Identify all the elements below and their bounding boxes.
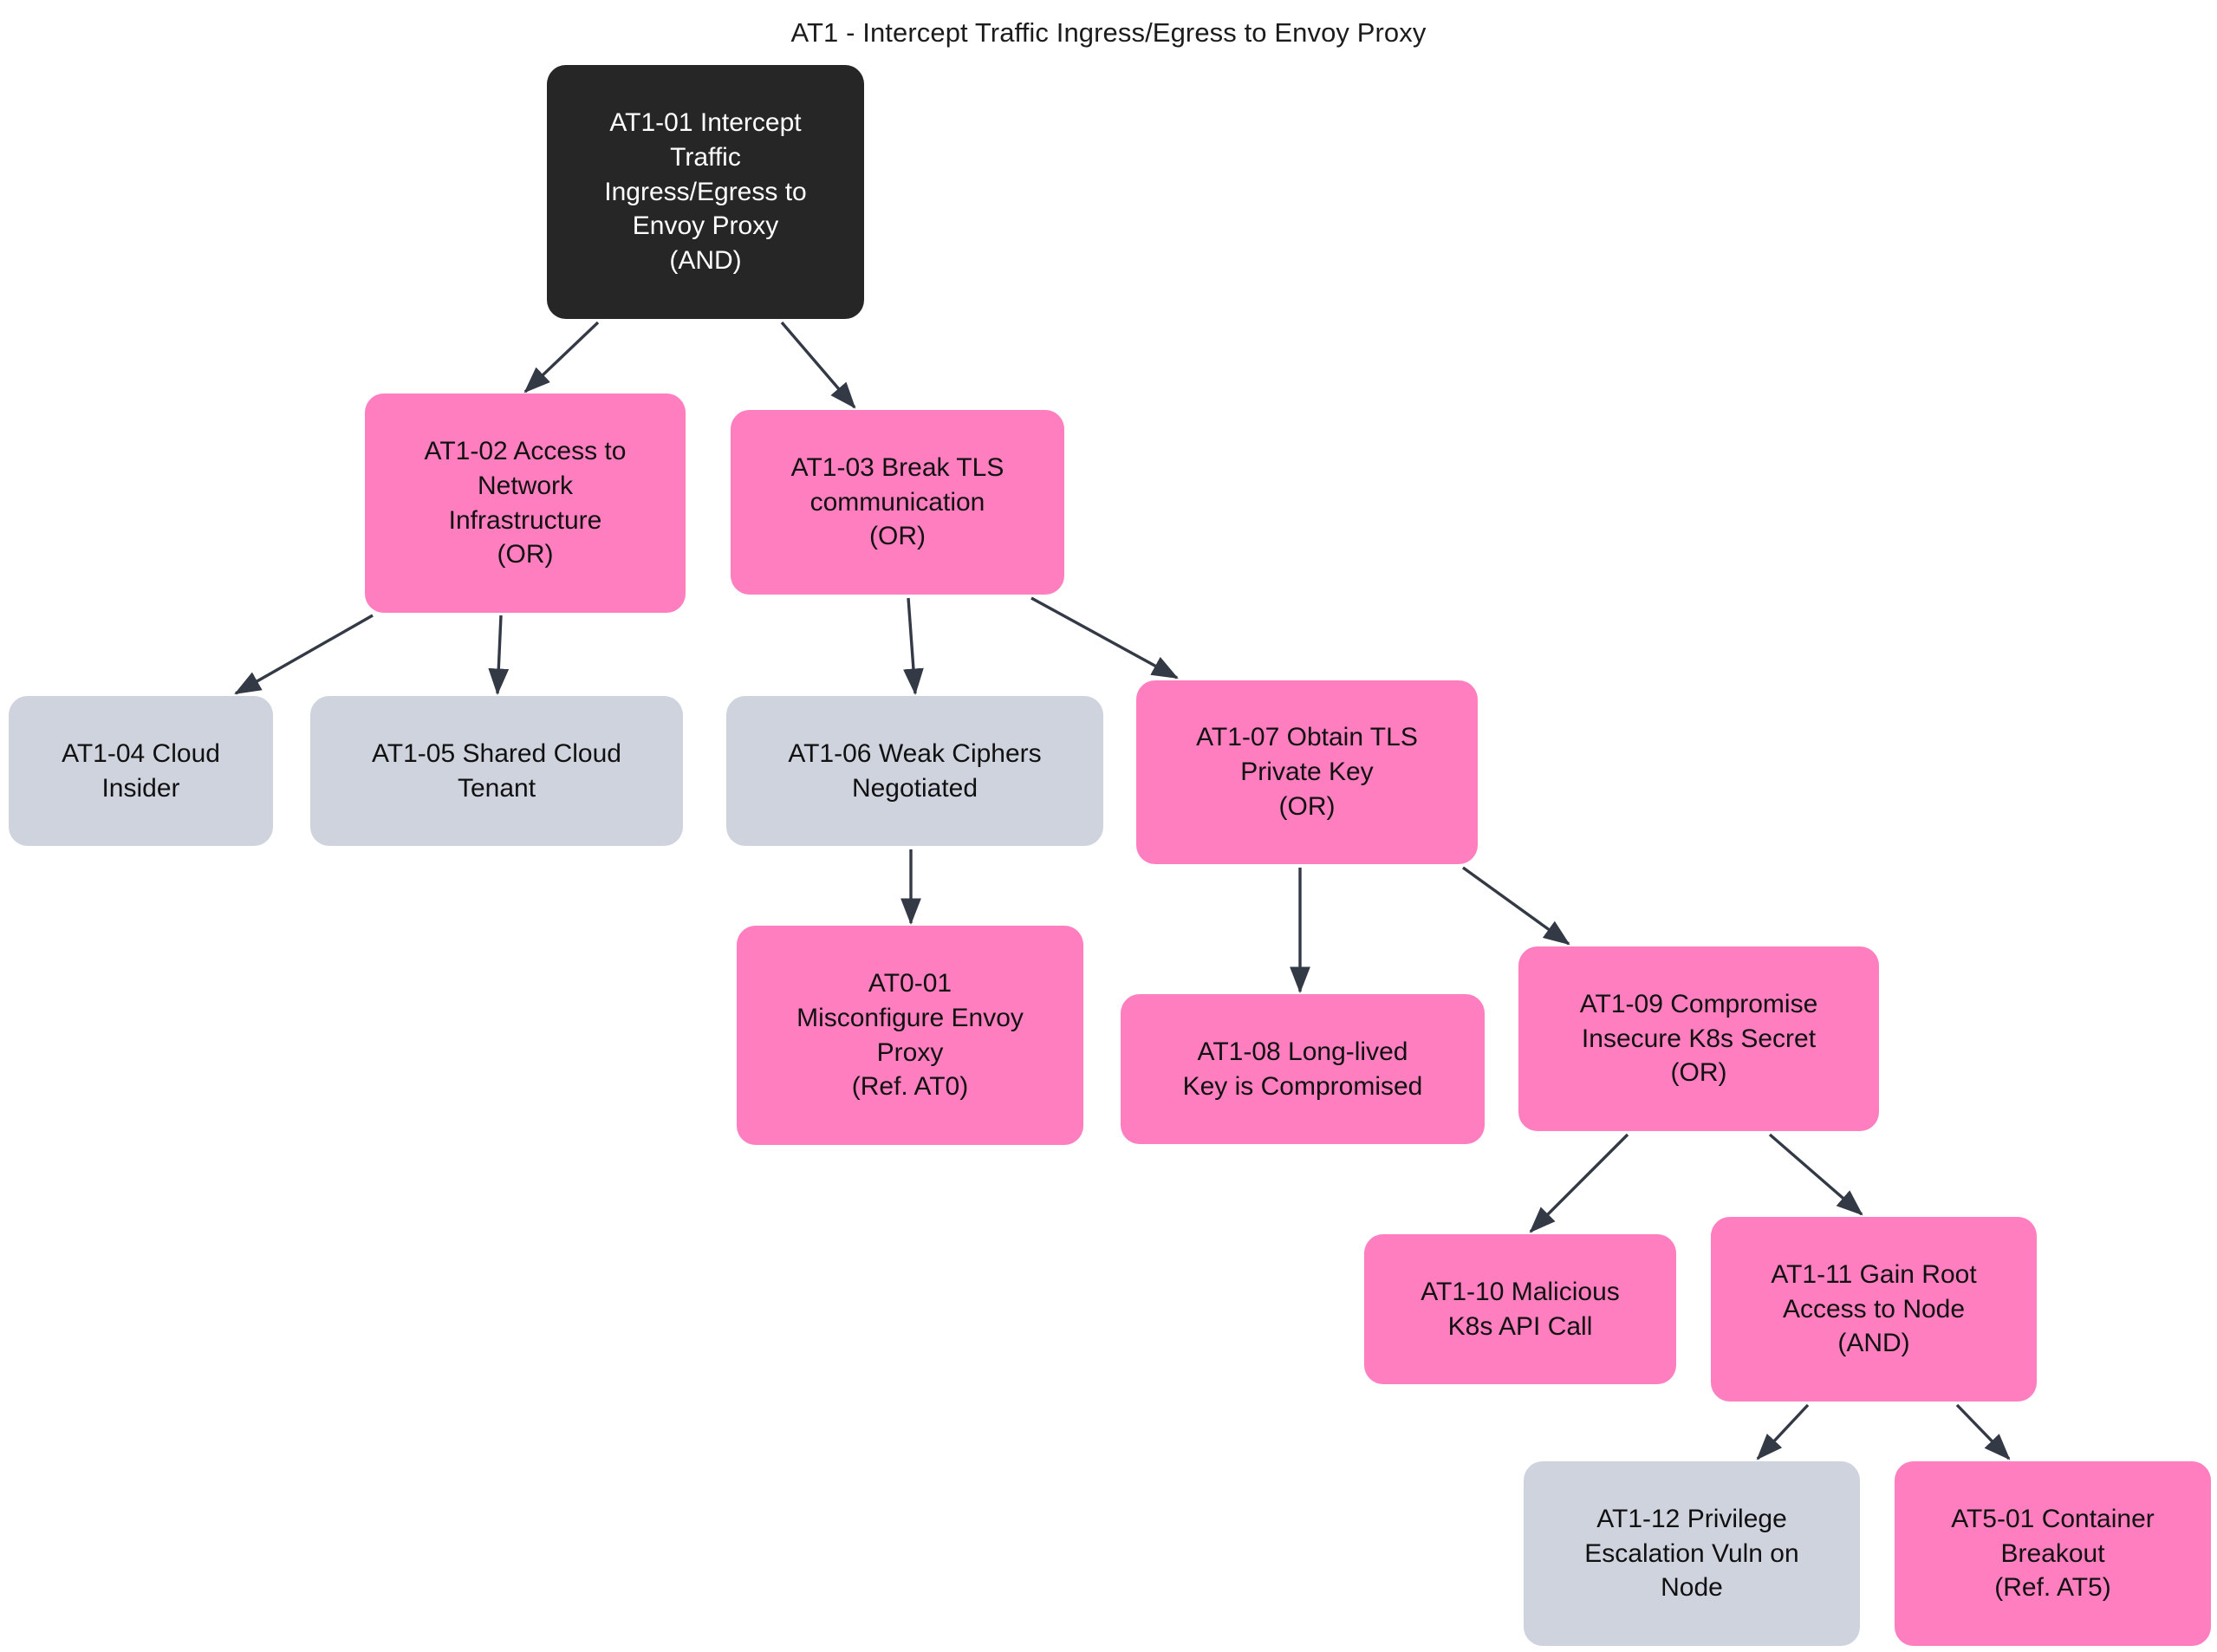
edge-AT1-01-to-AT1-02 bbox=[523, 321, 600, 393]
page-title: AT1 - Intercept Traffic Ingress/Egress t… bbox=[790, 17, 1427, 48]
node-at1-03[interactable]: AT1-03 Break TLS communication (OR) bbox=[731, 410, 1064, 595]
node-at1-10[interactable]: AT1-10 Malicious K8s API Call bbox=[1364, 1234, 1676, 1384]
edge-AT1-11-to-AT1-12 bbox=[1756, 1403, 1810, 1460]
edge-AT1-03-to-AT1-07 bbox=[1030, 596, 1179, 680]
edge-AT1-01-to-AT1-03 bbox=[780, 321, 856, 409]
edge-AT1-07-to-AT1-09 bbox=[1462, 866, 1570, 946]
edge-AT1-02-to-AT1-05 bbox=[488, 615, 510, 696]
node-at1-04[interactable]: AT1-04 Cloud Insider bbox=[9, 696, 273, 846]
node-at1-02[interactable]: AT1-02 Access to Network Infrastructure … bbox=[365, 393, 686, 613]
edge-AT1-09-to-AT1-11 bbox=[1768, 1133, 1863, 1216]
node-at1-06[interactable]: AT1-06 Weak Ciphers Negotiated bbox=[726, 696, 1103, 846]
node-at1-05[interactable]: AT1-05 Shared Cloud Tenant bbox=[310, 696, 683, 846]
node-at1-11[interactable]: AT1-11 Gain Root Access to Node (AND) bbox=[1711, 1217, 2037, 1402]
node-at1-12[interactable]: AT1-12 Privilege Escalation Vuln on Node bbox=[1524, 1461, 1860, 1646]
node-at0-01[interactable]: AT0-01 Misconfigure Envoy Proxy (Ref. AT… bbox=[737, 926, 1083, 1145]
edge-AT1-11-to-AT5-01 bbox=[1955, 1403, 2011, 1460]
node-at1-01[interactable]: AT1-01 Intercept Traffic Ingress/Egress … bbox=[547, 65, 864, 319]
node-at1-09[interactable]: AT1-09 Compromise Insecure K8s Secret (O… bbox=[1518, 946, 1879, 1131]
edge-AT1-03-to-AT1-06 bbox=[903, 597, 924, 696]
edge-AT1-02-to-AT1-04 bbox=[234, 614, 374, 695]
edge-AT1-09-to-AT1-10 bbox=[1529, 1133, 1629, 1233]
node-at1-07[interactable]: AT1-07 Obtain TLS Private Key (OR) bbox=[1136, 680, 1478, 864]
node-at5-01[interactable]: AT5-01 Container Breakout (Ref. AT5) bbox=[1895, 1461, 2211, 1646]
node-at1-08[interactable]: AT1-08 Long-lived Key is Compromised bbox=[1121, 994, 1485, 1144]
